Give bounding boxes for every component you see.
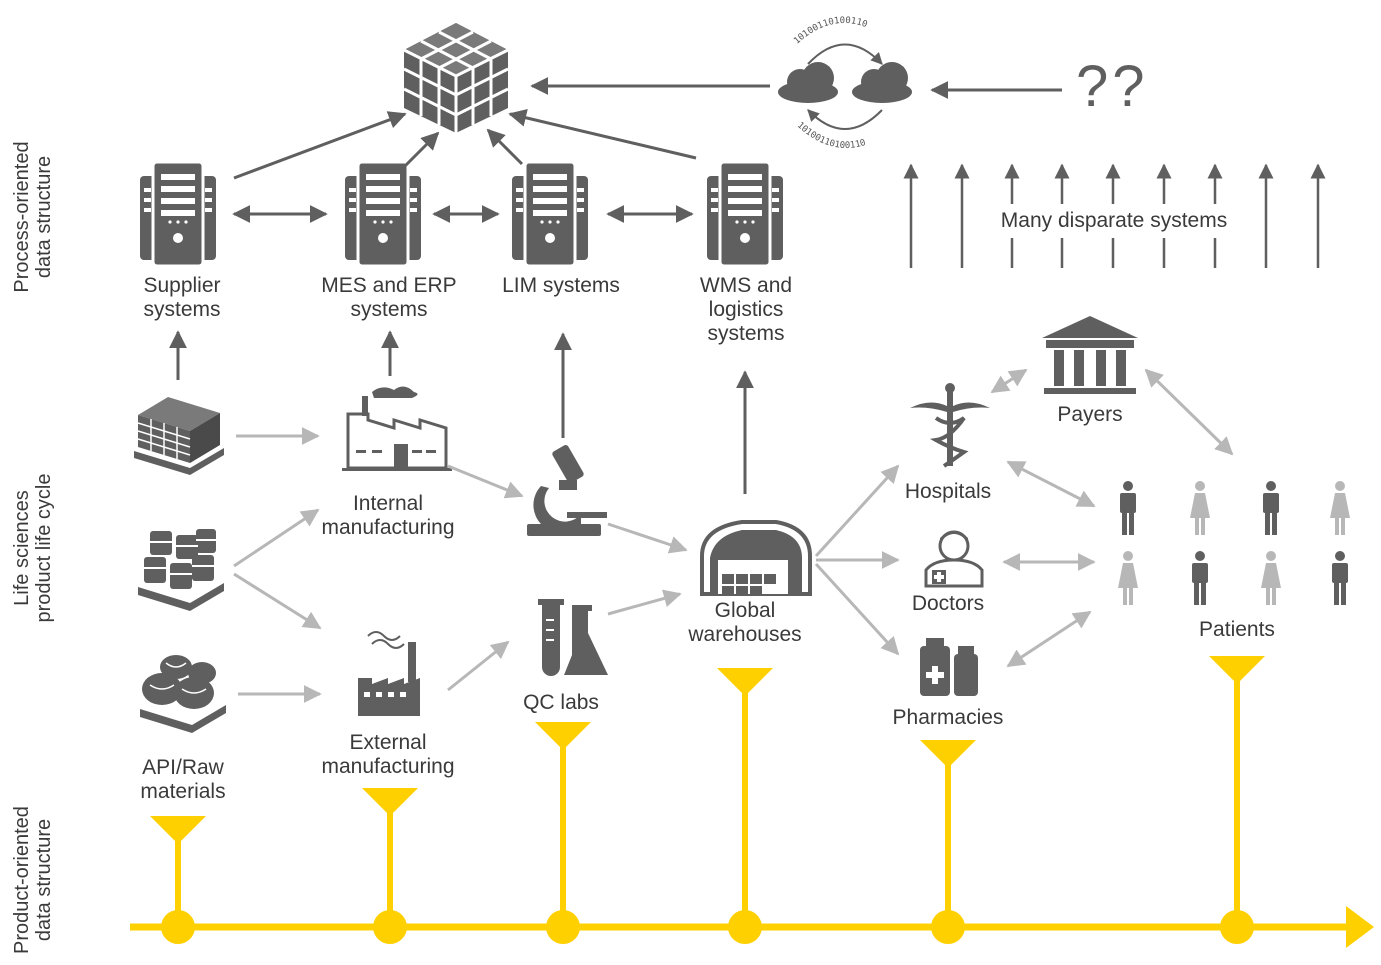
arrow-lim-to-cube bbox=[486, 128, 524, 166]
timeline-marker bbox=[150, 816, 206, 844]
arrow-mes-to-cube bbox=[403, 131, 440, 168]
medicine-bottles-icon bbox=[920, 638, 978, 696]
patients-group bbox=[1118, 481, 1350, 605]
flow-barrels-external bbox=[233, 572, 322, 630]
sync-arrow-bottom bbox=[807, 109, 883, 130]
section-label-product: Product-oriented data structure bbox=[11, 806, 55, 954]
flow-warehouse-pharmacies bbox=[814, 562, 900, 656]
flow-hospitals-payers bbox=[990, 368, 1028, 394]
payers-building-icon bbox=[1042, 316, 1138, 394]
supplier-systems-label: Supplier systems bbox=[143, 274, 221, 321]
factory-icon bbox=[358, 631, 420, 716]
timeline-node bbox=[546, 910, 580, 944]
timeline-marker bbox=[717, 668, 773, 696]
flow-external-qc bbox=[447, 640, 510, 692]
timeline-node bbox=[1220, 910, 1254, 944]
server-icon bbox=[138, 160, 218, 268]
flow-internal-microscope bbox=[447, 464, 524, 499]
timeline-node bbox=[373, 910, 407, 944]
person-icon bbox=[1192, 551, 1208, 605]
server-icon bbox=[343, 160, 423, 268]
server-icon bbox=[705, 160, 785, 268]
timeline-node bbox=[931, 910, 965, 944]
mes-erp-systems-label: MES and ERP systems bbox=[321, 274, 457, 321]
arrow-supplier-to-cube bbox=[233, 111, 407, 180]
factory-icon bbox=[342, 386, 452, 471]
person-icon bbox=[1261, 551, 1281, 605]
api-raw-materials-label: API/Raw materials bbox=[140, 756, 226, 803]
section-label-process: Process-oriented data structure bbox=[11, 141, 55, 293]
payers-label: Payers bbox=[1057, 403, 1123, 426]
doctors-label: Doctors bbox=[911, 592, 985, 615]
person-icon bbox=[1190, 481, 1210, 535]
sync-arrow-top bbox=[807, 43, 883, 65]
lim-systems-label: LIM systems bbox=[502, 274, 620, 297]
microscope-icon bbox=[527, 445, 607, 536]
binary-text-top: 10100110100110 bbox=[792, 16, 868, 47]
timeline-marker bbox=[1209, 656, 1265, 684]
caduceus-icon bbox=[910, 383, 990, 468]
wms-systems-label: WMS and logistics systems bbox=[699, 274, 793, 345]
flow-barrels-internal bbox=[233, 508, 320, 568]
patients-label: Patients bbox=[1199, 618, 1275, 641]
flow-payers-patients bbox=[1144, 368, 1234, 456]
person-icon bbox=[1120, 481, 1136, 535]
arrow-wms-to-cube bbox=[508, 108, 697, 160]
person-icon bbox=[1332, 551, 1348, 605]
cloud-icon bbox=[778, 62, 838, 103]
unknown-source-label: ?? bbox=[1076, 54, 1149, 119]
timeline-marker bbox=[920, 740, 976, 768]
flow-microscope-warehouse bbox=[607, 522, 688, 554]
global-warehouses-label: Global warehouses bbox=[688, 599, 802, 646]
cloud-icon bbox=[852, 62, 912, 103]
person-icon bbox=[1263, 481, 1279, 535]
internal-manufacturing-label: Internal manufacturing bbox=[321, 492, 455, 539]
pallet-icon bbox=[134, 397, 224, 475]
product-timeline bbox=[130, 656, 1374, 948]
sacks-icon bbox=[140, 655, 226, 733]
flow-warehouse-hospitals bbox=[814, 464, 900, 558]
flow-pharmacies-patients bbox=[1006, 610, 1092, 668]
person-icon bbox=[1330, 481, 1350, 535]
doctor-icon bbox=[924, 530, 984, 588]
flow-qc-warehouse bbox=[607, 589, 682, 616]
timeline-marker bbox=[535, 722, 591, 750]
server-icon bbox=[510, 160, 590, 268]
flow-hospitals-patients bbox=[1006, 460, 1096, 508]
hospitals-label: Hospitals bbox=[904, 480, 992, 503]
section-label-lifecycle: Life sciences product life cycle bbox=[11, 473, 55, 623]
external-manufacturing-label: External manufacturing bbox=[321, 731, 455, 778]
flask-icon bbox=[538, 599, 608, 676]
disparate-systems-label: Many disparate systems bbox=[1000, 209, 1228, 232]
data-cube-icon bbox=[403, 23, 509, 133]
person-icon bbox=[1118, 551, 1138, 605]
binary-text-bottom: 10100110100110 bbox=[795, 121, 867, 152]
timeline-marker bbox=[362, 788, 418, 816]
timeline-node bbox=[728, 910, 762, 944]
barrels-icon bbox=[138, 529, 224, 611]
warehouse-icon bbox=[700, 520, 812, 596]
qc-labs-label: QC labs bbox=[523, 691, 599, 714]
pharmacies-label: Pharmacies bbox=[892, 706, 1004, 729]
timeline-node bbox=[161, 910, 195, 944]
